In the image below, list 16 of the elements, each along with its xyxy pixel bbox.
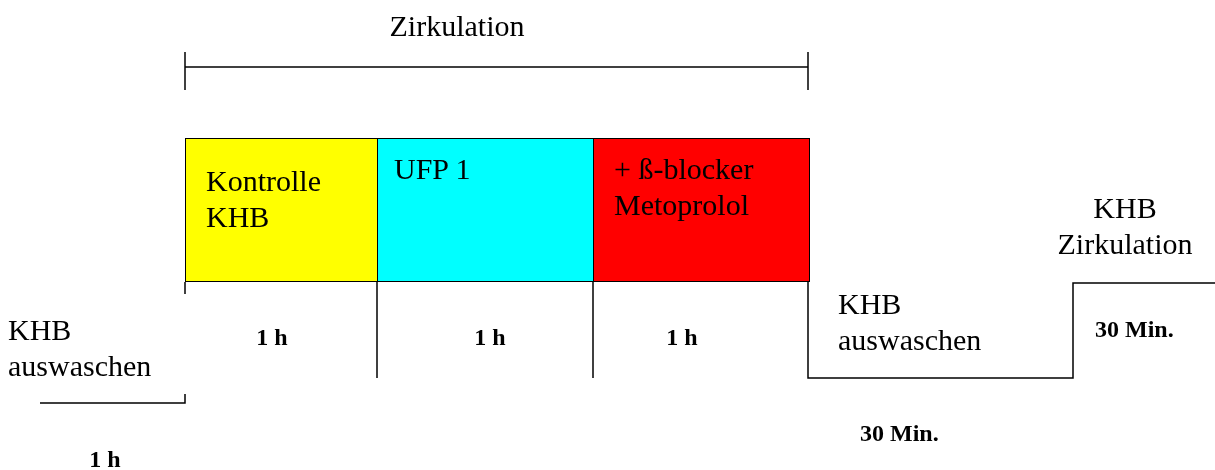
phase-label: KHB auswaschen <box>838 286 983 358</box>
duration-label: 1 h <box>665 323 699 352</box>
phase-label: KHB Zirkulation <box>1056 190 1194 262</box>
duration-label: 30 Min. <box>1095 315 1174 344</box>
phase-text: Kontrolle KHB <box>206 163 322 235</box>
span-label: Zirkulation <box>388 8 526 44</box>
duration-label: 1 h <box>255 323 289 352</box>
phase-box <box>185 138 379 282</box>
duration-label: 1 h <box>473 323 507 352</box>
phase-box <box>593 138 810 282</box>
phase-text: UFP 1 <box>394 151 472 187</box>
duration-label: 1 h <box>88 445 122 470</box>
duration-label: 30 Min. <box>860 419 939 448</box>
phase-text: + ß-blocker Metoprolol <box>614 151 755 223</box>
phase-box <box>377 138 595 282</box>
phase-label: KHB auswaschen <box>8 312 153 384</box>
